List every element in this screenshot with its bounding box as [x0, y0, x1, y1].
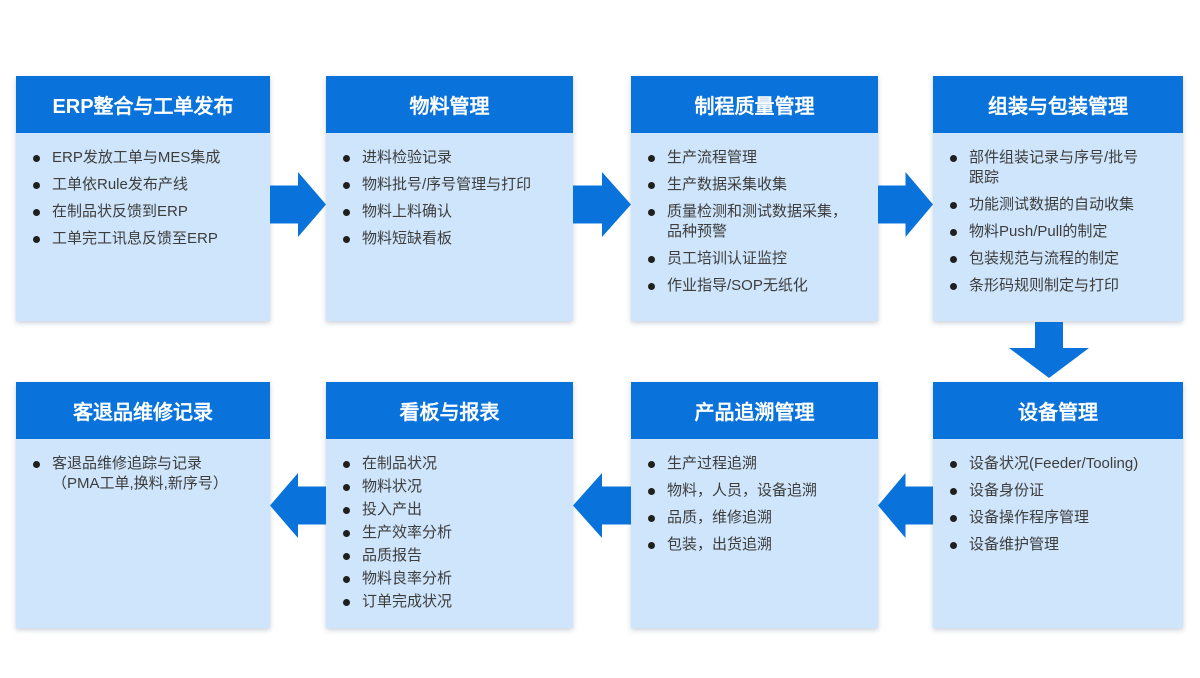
- bullet-item: 质量检测和测试数据采集， 品种预警: [641, 202, 870, 242]
- bullet-item: ERP发放工单与MES集成: [26, 148, 262, 168]
- bullet-item: 进料检验记录: [336, 148, 565, 168]
- bullet-item: 生产数据采集收集: [641, 175, 870, 195]
- bullet-item: 生产流程管理: [641, 148, 870, 168]
- box-title: 产品追溯管理: [631, 382, 878, 439]
- box-assembly-packaging: 组装与包装管理 部件组装记录与序号/批号 跟踪功能测试数据的自动收集物料Push…: [933, 76, 1183, 321]
- box-customer-return-repair: 客退品维修记录 客退品维修追踪与记录 （PMA工单,换料,新序号）: [16, 382, 270, 628]
- bullet-item: 物料，人员，设备追溯: [641, 481, 870, 501]
- bullet-item: 员工培训认证监控: [641, 249, 870, 269]
- bullet-item: 在制品状反馈到ERP: [26, 202, 262, 222]
- bullet-item: 物料上料确认: [336, 202, 565, 222]
- bullet-item: 物料Push/Pull的制定: [943, 222, 1175, 242]
- box-kanban-reports: 看板与报表 在制品状况物料状况投入产出生产效率分析品质报告物料良率分析订单完成状…: [326, 382, 573, 628]
- box-product-traceability: 产品追溯管理 生产过程追溯物料，人员，设备追溯品质，维修追溯包装，出货追溯: [631, 382, 878, 628]
- box-title: 制程质量管理: [631, 76, 878, 133]
- bullet-item: 生产过程追溯: [641, 454, 870, 474]
- box-equipment-management: 设备管理 设备状况(Feeder/Tooling) 设备身份证设备操作程序管理设备…: [933, 382, 1183, 628]
- arrow-right-icon: [573, 172, 631, 237]
- box-bullet-list: 在制品状况物料状况投入产出生产效率分析品质报告物料良率分析订单完成状况: [326, 439, 573, 628]
- bullet-item: 包装规范与流程的制定: [943, 249, 1175, 269]
- box-title: 物料管理: [326, 76, 573, 133]
- bullet-item: 品质报告: [336, 546, 565, 566]
- box-title: 设备管理: [933, 382, 1183, 439]
- bullet-item: 品质，维修追溯: [641, 508, 870, 528]
- box-erp-integration: ERP整合与工单发布 ERP发放工单与MES集成工单依Rule发布产线在制品状反…: [16, 76, 270, 321]
- box-bullet-list: 生产过程追溯物料，人员，设备追溯品质，维修追溯包装，出货追溯: [631, 439, 878, 628]
- bullet-item: 设备维护管理: [943, 535, 1175, 555]
- bullet-item: 包装，出货追溯: [641, 535, 870, 555]
- bullet-item: 功能测试数据的自动收集: [943, 195, 1175, 215]
- arrow-right-icon: [270, 172, 326, 237]
- box-bullet-list: 进料检验记录物料批号/序号管理与打印物料上料确认物料短缺看板: [326, 133, 573, 321]
- box-material-management: 物料管理 进料检验记录物料批号/序号管理与打印物料上料确认物料短缺看板: [326, 76, 573, 321]
- bullet-item: 投入产出: [336, 500, 565, 520]
- box-bullet-list: 生产流程管理生产数据采集收集质量检测和测试数据采集， 品种预警员工培训认证监控作…: [631, 133, 878, 321]
- box-bullet-list: ERP发放工单与MES集成工单依Rule发布产线在制品状反馈到ERP 工单完工讯息…: [16, 133, 270, 321]
- box-bullet-list: 设备状况(Feeder/Tooling) 设备身份证设备操作程序管理设备维护管理: [933, 439, 1183, 628]
- bullet-item: 物料状况: [336, 477, 565, 497]
- bullet-item: 物料批号/序号管理与打印: [336, 175, 565, 195]
- arrow-down-icon: [1009, 322, 1089, 378]
- bullet-item: 物料短缺看板: [336, 229, 565, 249]
- arrow-left-icon: [270, 473, 326, 538]
- box-title: 组装与包装管理: [933, 76, 1183, 133]
- box-process-quality: 制程质量管理 生产流程管理生产数据采集收集质量检测和测试数据采集， 品种预警员工…: [631, 76, 878, 321]
- box-title: 客退品维修记录: [16, 382, 270, 439]
- box-bullet-list: 部件组装记录与序号/批号 跟踪功能测试数据的自动收集物料Push/Pull的制定…: [933, 133, 1183, 321]
- arrow-left-icon: [573, 473, 631, 538]
- bullet-item: 订单完成状况: [336, 592, 565, 612]
- bullet-item: 物料良率分析: [336, 569, 565, 589]
- bullet-item: 工单依Rule发布产线: [26, 175, 262, 195]
- bullet-item: 工单完工讯息反馈至ERP: [26, 229, 262, 249]
- box-title: ERP整合与工单发布: [16, 76, 270, 133]
- bullet-item: 设备身份证: [943, 481, 1175, 501]
- bullet-item: 在制品状况: [336, 454, 565, 474]
- bullet-item: 条形码规则制定与打印: [943, 276, 1175, 296]
- box-title: 看板与报表: [326, 382, 573, 439]
- box-bullet-list: 客退品维修追踪与记录 （PMA工单,换料,新序号）: [16, 439, 270, 628]
- arrow-right-icon: [878, 172, 933, 237]
- bullet-item: 设备操作程序管理: [943, 508, 1175, 528]
- bullet-item: 设备状况(Feeder/Tooling): [943, 454, 1175, 474]
- bullet-item: 部件组装记录与序号/批号 跟踪: [943, 148, 1175, 188]
- bullet-item: 作业指导/SOP无纸化: [641, 276, 870, 296]
- bullet-item: 客退品维修追踪与记录 （PMA工单,换料,新序号）: [26, 454, 262, 494]
- bullet-item: 生产效率分析: [336, 523, 565, 543]
- arrow-left-icon: [878, 473, 933, 538]
